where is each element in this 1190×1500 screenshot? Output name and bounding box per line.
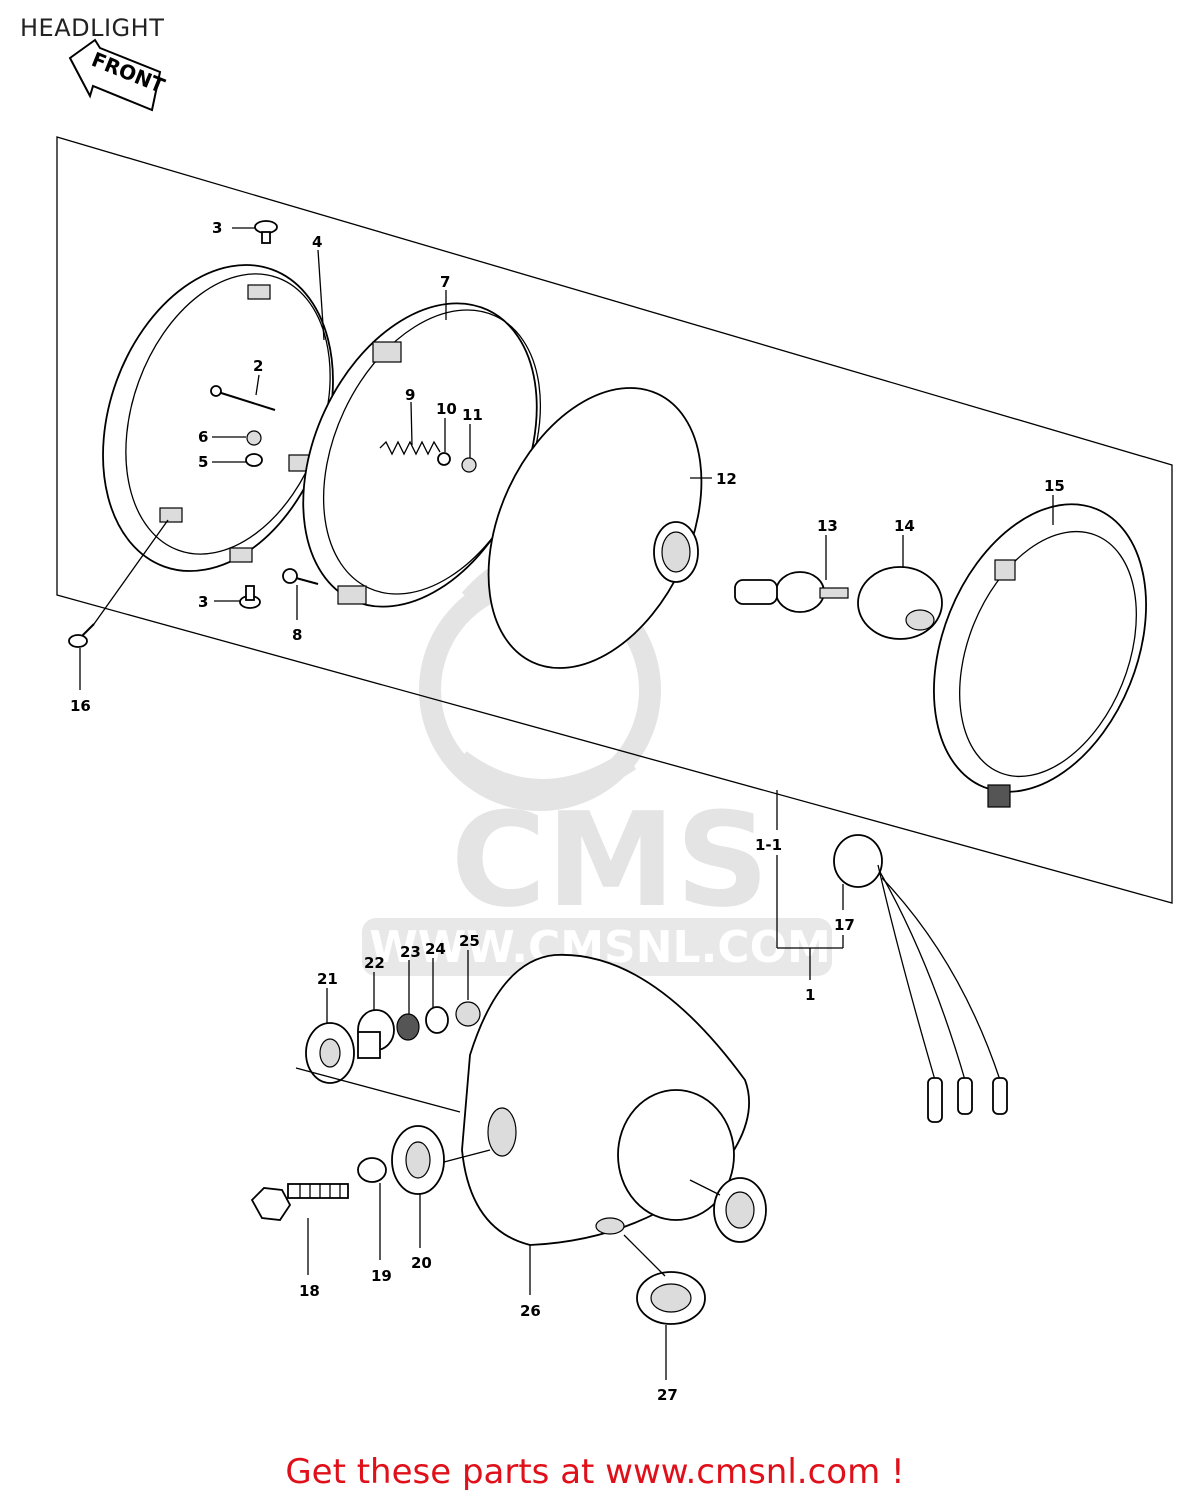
page-title: HEADLIGHT: [20, 14, 165, 42]
part-nut-10: [437, 452, 451, 466]
part-washer-5: [245, 453, 263, 467]
part-grommet-27: [636, 1271, 706, 1325]
part-bolt-18: [250, 1183, 349, 1221]
callout-labels: 3 4 2 6 5 7 9 10 11 12 13 14 15 3 8 16 1…: [70, 219, 1065, 1404]
callout-9: 9: [405, 386, 415, 404]
part-washer-19: [357, 1157, 387, 1183]
part-housing-26: [461, 954, 750, 1246]
part-nut-11: [461, 457, 477, 473]
part-screw-2: [210, 385, 276, 411]
callout-22: 22: [364, 954, 385, 972]
callout-8: 8: [292, 626, 302, 644]
callout-19: 19: [371, 1267, 392, 1285]
callout-5: 5: [198, 453, 208, 471]
callout-27: 27: [657, 1386, 678, 1404]
assembly-panel: [56, 136, 1173, 904]
leader-lines: [79, 227, 1054, 1380]
callout-1: 1: [805, 986, 815, 1004]
part-collar-22: [357, 1009, 395, 1059]
part-nut-25: [455, 1001, 481, 1027]
callout-4: 4: [312, 233, 322, 251]
callout-6: 6: [198, 428, 208, 446]
part-ring-15: [933, 503, 1147, 808]
callout-14: 14: [894, 517, 915, 535]
part-screw-8: [282, 568, 319, 585]
part-bulb-13: [734, 571, 849, 613]
callout-11: 11: [462, 406, 483, 424]
callout-2: 2: [253, 357, 263, 375]
callout-16: 16: [70, 697, 91, 715]
part-screw-3-bottom: [239, 585, 261, 609]
part-nut-6: [246, 430, 262, 446]
callout-1-1: 1-1: [755, 836, 782, 854]
callout-13: 13: [817, 517, 838, 535]
part-screw-16: [68, 623, 95, 648]
callout-3-top: 3: [212, 219, 222, 237]
callout-10: 10: [436, 400, 457, 418]
callout-15: 15: [1044, 477, 1065, 495]
callout-26: 26: [520, 1302, 541, 1320]
part-washer-23: [396, 1013, 420, 1041]
callout-24: 24: [425, 940, 446, 958]
callout-12: 12: [716, 470, 737, 488]
watermark-brand: CMS: [451, 784, 769, 936]
part-socket-cover-14: [857, 566, 943, 640]
part-lens-12: [487, 387, 703, 669]
front-label: FRONT: [88, 47, 168, 98]
callout-17: 17: [834, 916, 855, 934]
callout-3-bottom: 3: [198, 593, 208, 611]
part-damper-20: [391, 1125, 445, 1195]
footer-link-text[interactable]: Get these parts at www.cmsnl.com !: [285, 1452, 905, 1492]
callout-18: 18: [299, 1282, 320, 1300]
part-spring-9: [379, 440, 441, 456]
part-connector-17: [833, 834, 1008, 1123]
callout-7: 7: [440, 273, 450, 291]
part-grommet: [713, 1177, 767, 1243]
callout-21: 21: [317, 970, 338, 988]
part-inner-rim: [302, 302, 542, 608]
callout-25: 25: [459, 932, 480, 950]
part-washer-24: [425, 1006, 449, 1034]
callout-23: 23: [400, 943, 421, 961]
part-screw-3-top: [254, 220, 278, 244]
front-arrow-icon: FRONT: [68, 38, 169, 112]
callout-20: 20: [411, 1254, 432, 1272]
part-mount-21: [305, 1022, 355, 1084]
